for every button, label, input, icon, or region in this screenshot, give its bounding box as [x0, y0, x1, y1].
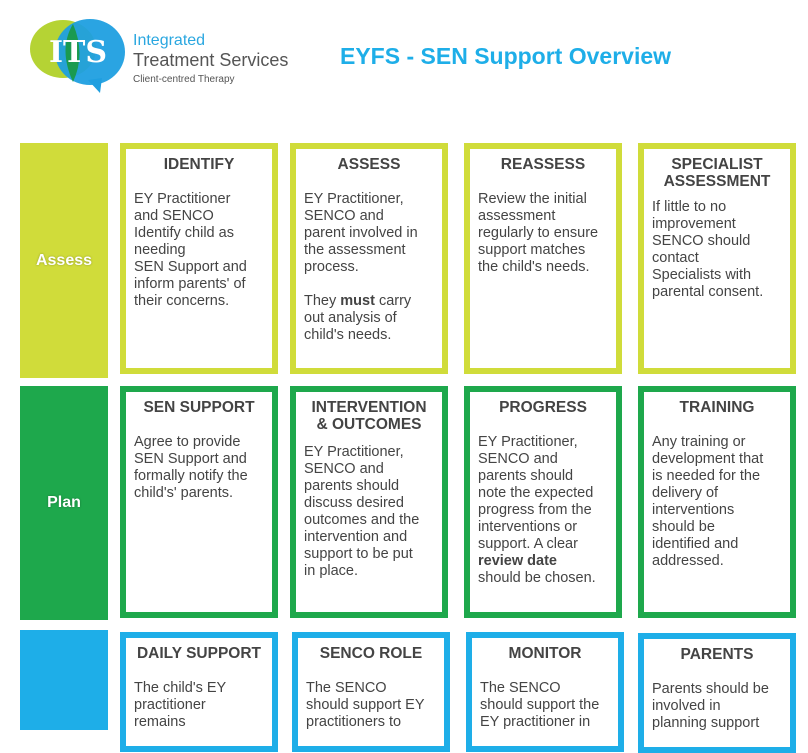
card-text-2: They must carry out analysis of child's … [304, 293, 412, 343]
brand-tagline: Client-centred Therapy [133, 74, 235, 85]
card-text: EY Practitioner, SENCO and parent involv… [304, 191, 418, 275]
card-text: The SENCO should support the EY practiti… [480, 680, 600, 730]
row-label-assess: Assess [20, 143, 108, 378]
card-text: EY Practitioner, SENCO and parents shoul… [304, 444, 420, 579]
card-title: IDENTIFY [163, 156, 235, 173]
brand-name-line1: Integrated [133, 32, 206, 49]
row-label-do [20, 630, 108, 730]
card-title: TRAINING [679, 399, 755, 416]
card-title: SENCO ROLE [319, 645, 423, 662]
card-training: TRAINING Any training or development that… [638, 386, 796, 618]
card-title: INTERVENTION & OUTCOMES [311, 399, 427, 433]
card-text: EY Practitioner and SENCO Identify child… [134, 191, 247, 309]
page-title: EYFS - SEN Support Overview [340, 43, 672, 69]
card-text: EY Practitioner, SENCO and parents shoul… [478, 434, 596, 586]
card-text: The child's EY practitioner remains [134, 680, 227, 730]
card-text: Any training or development that is need… [652, 434, 764, 569]
its-logo: ITS [30, 19, 125, 93]
row-label-plan: Plan [20, 386, 108, 620]
card-text: If little to no improvement SENCO should… [652, 199, 764, 300]
card-title: REASSESS [500, 156, 586, 173]
card-title: ASSESS [337, 156, 401, 173]
card-senco-role: SENCO ROLE The SENCO should support EY pr… [292, 632, 450, 752]
card-title: SPECIALIST ASSESSMENT [663, 156, 771, 190]
card-specialist-assessment: SPECIALIST ASSESSMENT If little to no imp… [638, 143, 796, 374]
card-text: Review the initial assessment regularly … [478, 191, 599, 275]
card-title: SEN SUPPORT [143, 399, 255, 416]
card-title: PROGRESS [499, 399, 587, 416]
card-identify: IDENTIFY EY Practitioner and SENCO Identi… [120, 143, 278, 374]
card-assess: ASSESS EY Practitioner, SENCO and parent … [290, 143, 448, 374]
card-monitor: MONITOR The SENCO should support the EY p… [466, 632, 624, 752]
svg-text:ITS: ITS [49, 35, 107, 70]
card-daily-support: DAILY SUPPORT The child's EY practitioner… [120, 632, 278, 752]
card-progress: PROGRESS EY Practitioner, SENCO and paren… [464, 386, 622, 618]
card-text: Parents should be involved in planning s… [652, 681, 769, 731]
card-sen-support: SEN SUPPORT Agree to provide SEN Support … [120, 386, 278, 618]
card-intervention-outcomes: INTERVENTION & OUTCOMES EY Practitioner, … [290, 386, 448, 618]
card-text: The SENCO should support EY practitioner… [306, 680, 425, 730]
card-title: MONITOR [508, 645, 582, 662]
card-reassess: REASSESS Review the initial assessment re… [464, 143, 622, 374]
card-title: DAILY SUPPORT [136, 645, 262, 662]
brand-name-line2: Treatment Services [133, 50, 289, 70]
card-title: PARENTS [680, 646, 754, 663]
card-parents: PARENTS Parents should be involved in pla… [638, 633, 796, 753]
card-text: Agree to provide SEN Support and formall… [134, 434, 248, 501]
